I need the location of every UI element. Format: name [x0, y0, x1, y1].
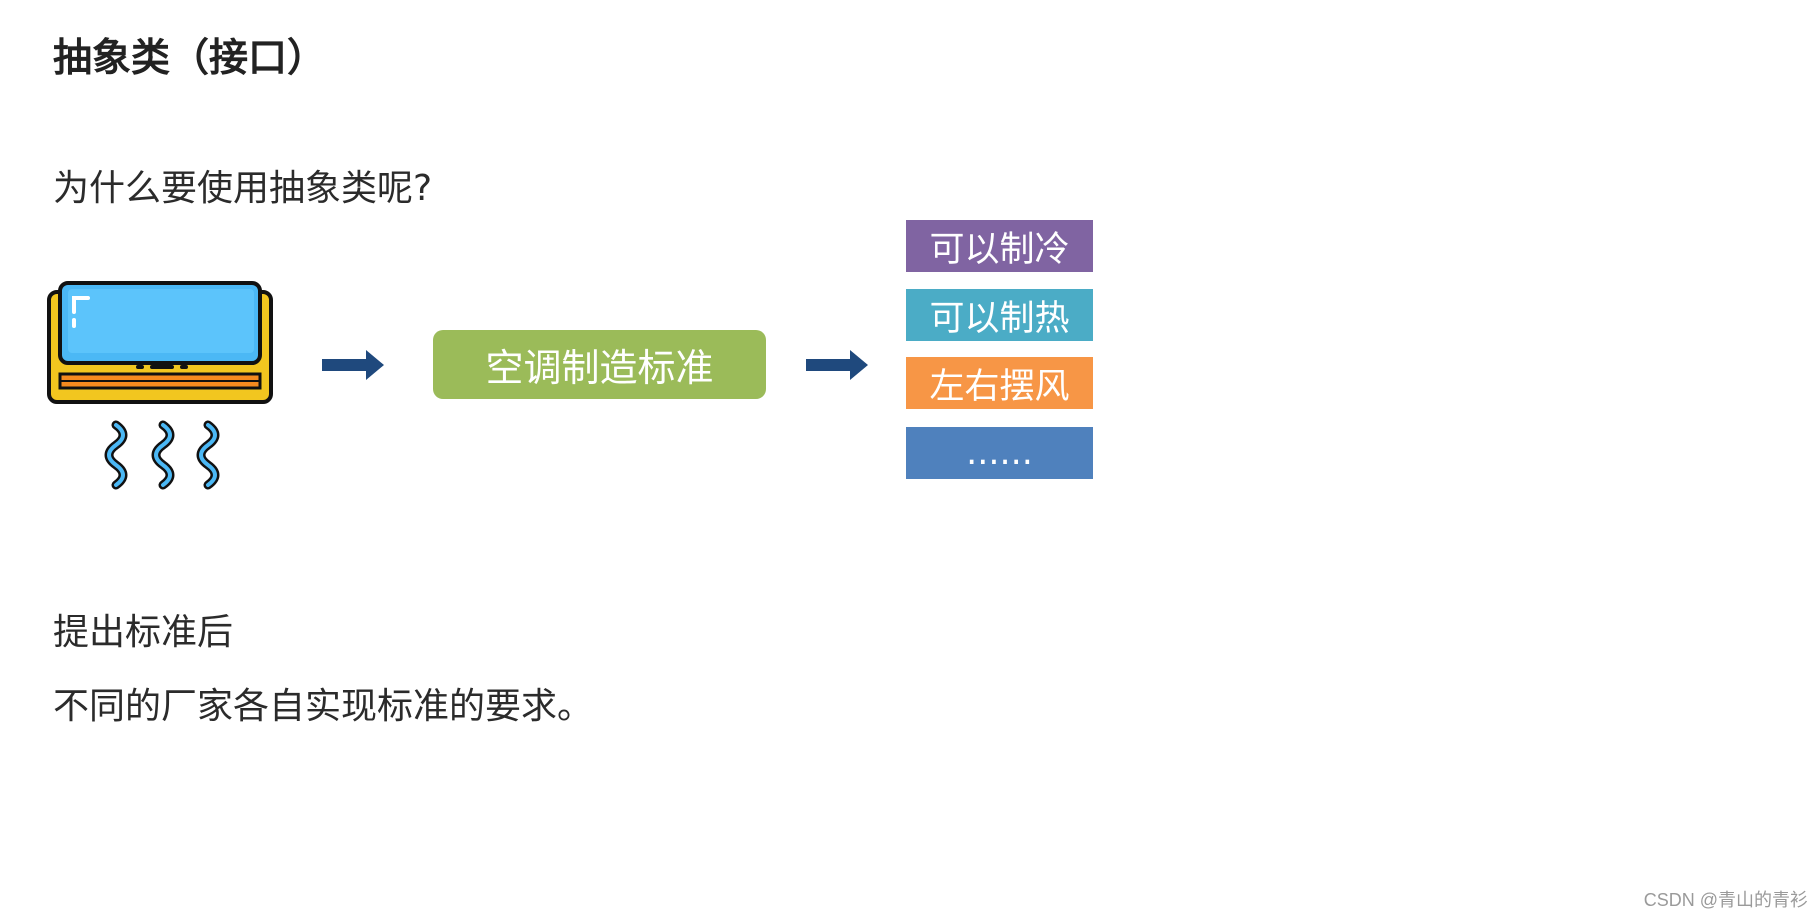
paragraph: 不同的厂家各自实现标准的要求。	[53, 686, 594, 727]
page-title: 抽象类（接口）	[53, 36, 327, 81]
right-arrow-icon	[322, 348, 386, 382]
watermark: CSDN @青山的青衫	[1643, 890, 1808, 910]
feature-heating: 可以制热	[906, 289, 1093, 341]
paragraph: 提出标准后	[53, 612, 234, 653]
air-conditioner-icon	[46, 280, 276, 490]
question-text: 为什么要使用抽象类呢?	[53, 168, 433, 209]
feature-more: ......	[906, 427, 1093, 479]
standard-box: 空调制造标准	[433, 330, 766, 399]
feature-cooling: 可以制冷	[906, 220, 1093, 272]
right-arrow-icon	[806, 348, 870, 382]
feature-swing: 左右摆风	[906, 357, 1093, 409]
